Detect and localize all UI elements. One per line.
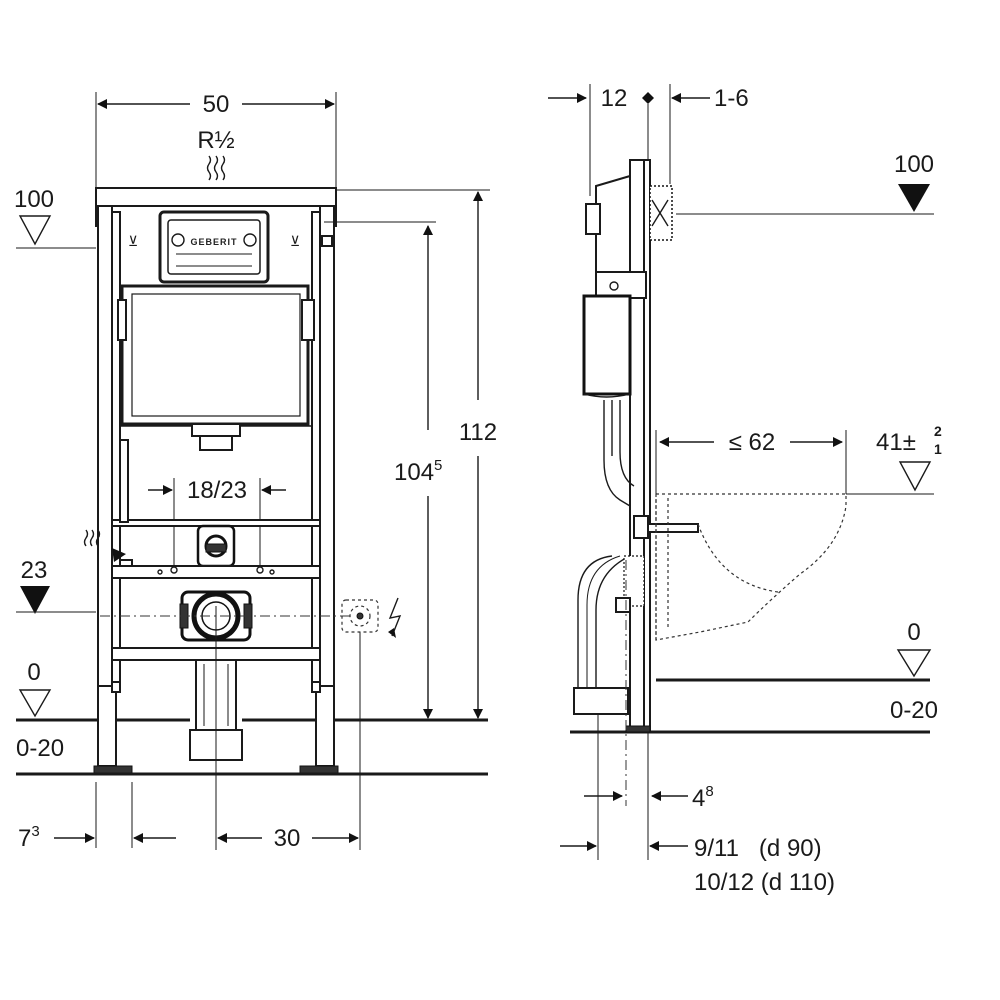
depth-12-label: 12 <box>601 85 628 112</box>
depth-1-6-dimension: 1-6 <box>669 84 749 184</box>
offset-48-main: 4 <box>692 785 705 812</box>
level-0-label: 0 <box>27 659 40 686</box>
depth-1-6-label: 1-6 <box>714 85 749 112</box>
offset-d-dimension: 9/11 (d 90) 10/12 (d 110) <box>560 835 835 896</box>
foot-offset-sup: 3 <box>31 823 39 840</box>
side-level-100-marker: 100 <box>676 151 934 215</box>
side-view: 12 1-6 100 <box>548 84 942 896</box>
svg-text:48: 48 <box>692 783 714 812</box>
brand-text: GEBERIT <box>190 237 237 247</box>
flush-plate: GEBERIT <box>158 210 270 284</box>
height-112-label: 112 <box>459 419 497 446</box>
foot-offset-main: 7 <box>18 825 31 852</box>
svg-text:1045: 1045 <box>394 457 442 486</box>
lightning-icon <box>388 597 402 637</box>
width-dimension: 50 <box>95 91 337 190</box>
level-23-label: 23 <box>21 557 48 584</box>
svg-text:⊻: ⊻ <box>290 233 300 249</box>
cistern <box>117 284 315 426</box>
seat-height-tol-minus: 1 <box>934 441 942 457</box>
wc-bowl-outline <box>655 493 847 641</box>
level-100-marker: 100 <box>14 186 96 249</box>
height-1045-main: 104 <box>394 459 434 486</box>
offset-48-dimension: 48 <box>584 783 714 812</box>
side-level-0-label: 0 <box>907 619 920 646</box>
depth-12-dimension: 12 <box>548 84 654 196</box>
level-100-label: 100 <box>14 186 54 213</box>
level-triangle-icon <box>18 215 52 246</box>
water-wave-icon <box>206 155 226 181</box>
flush-connector <box>196 524 236 568</box>
foot-offset-dimension: 73 <box>18 823 176 852</box>
right-upright <box>319 205 335 687</box>
width-label: 50 <box>203 91 230 118</box>
left-upright <box>97 205 113 687</box>
drain-offset-dimension: 30 <box>217 825 359 852</box>
offset-d110-label: 10/12 (d 110) <box>694 869 835 896</box>
height-1045-sup: 5 <box>434 457 442 474</box>
floor-range-label: 0-20 <box>16 735 64 762</box>
spacing-dimension: 18/23 <box>148 477 286 566</box>
bowl-projection-label: ≤ 62 <box>729 429 776 456</box>
level-23-marker: 23 <box>16 557 96 614</box>
side-frame <box>629 159 645 731</box>
bowl-projection-dimension: ≤ 62 <box>655 429 847 494</box>
offset-d90-label: 9/11 (d 90) <box>694 835 822 862</box>
seat-height-main: 41 <box>876 429 903 456</box>
height-112-dimension: 112 <box>336 189 497 719</box>
svg-text:73: 73 <box>18 823 40 852</box>
offset-48-sup: 8 <box>705 783 713 800</box>
side-level-100-label: 100 <box>894 151 934 178</box>
svg-text:41±: 41± <box>876 429 916 456</box>
seat-height-tol-plus: 2 <box>934 423 942 439</box>
side-floor-range-label: 0-20 <box>890 697 938 724</box>
height-1045-dimension: 1045 <box>394 225 442 719</box>
side-level-0-marker: 0 <box>896 619 932 678</box>
electrical-box <box>341 597 402 638</box>
spacing-label: 18/23 <box>187 477 247 504</box>
svg-text:⊻: ⊻ <box>128 233 138 249</box>
power-wave-icon <box>83 529 101 547</box>
level-0-marker: 0 <box>18 659 52 718</box>
seat-height-marker: 41± 2 1 <box>846 423 942 495</box>
connection-label: R½ <box>197 127 234 154</box>
front-view: 50 R½ 100 GEBERIT <box>14 91 497 852</box>
drain-offset-label: 30 <box>274 825 301 852</box>
